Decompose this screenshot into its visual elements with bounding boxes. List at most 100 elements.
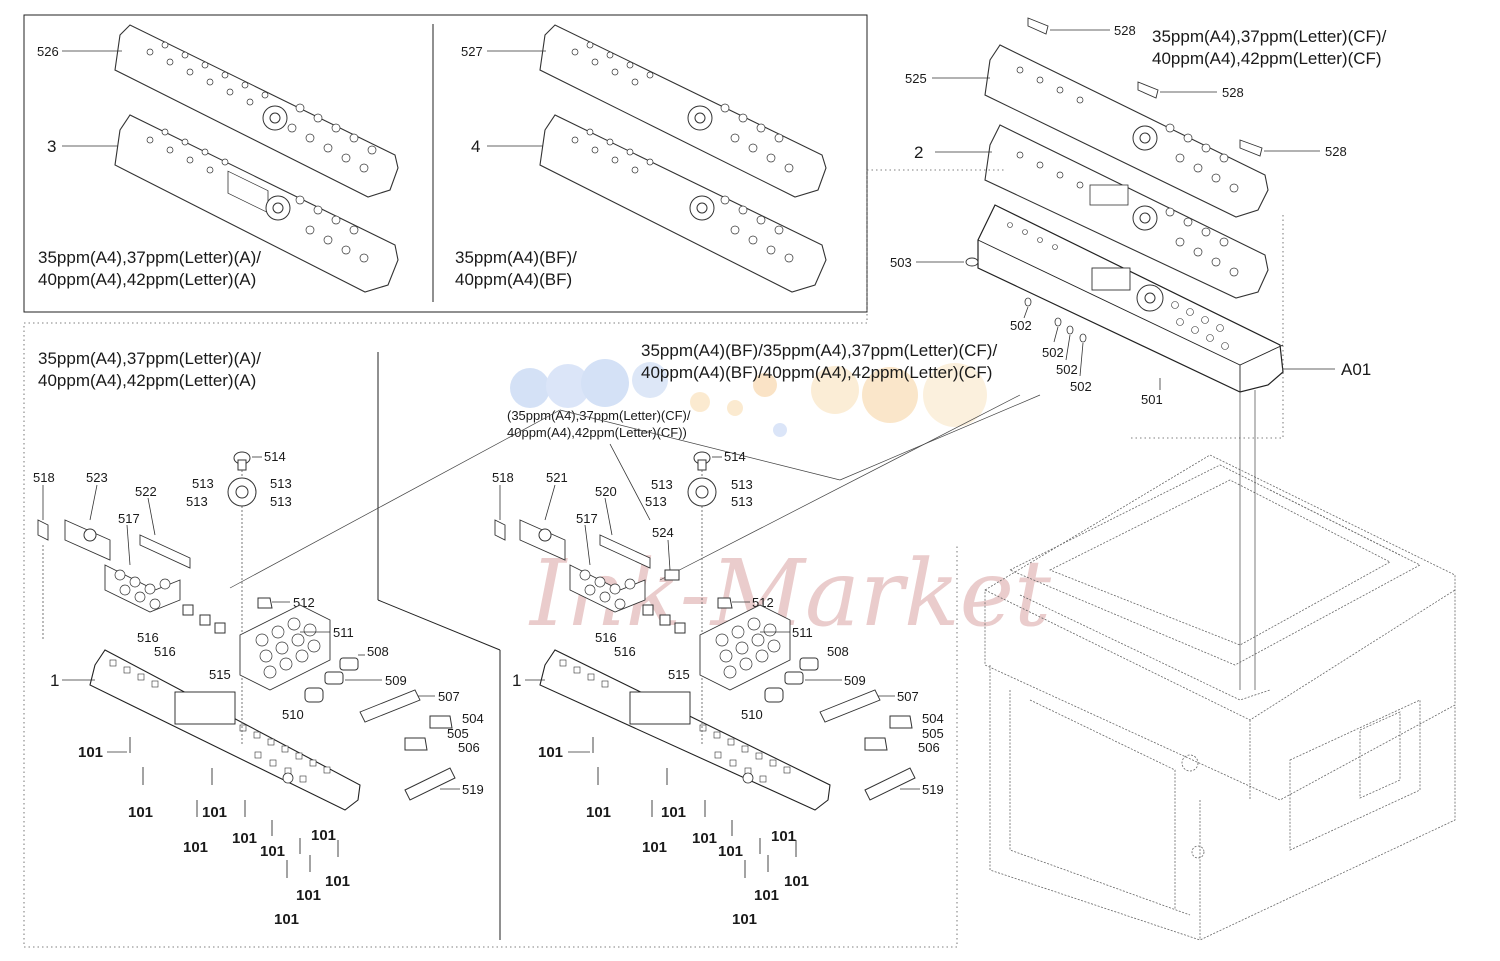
ref-101-left-i: 101 bbox=[325, 873, 350, 890]
part-509-center bbox=[784, 671, 804, 685]
ref-101-left-h: 101 bbox=[296, 887, 321, 904]
screws-101-center bbox=[592, 737, 797, 878]
caption-top-right-line2: 40ppm(A4),42ppm(Letter)(CF) bbox=[1152, 49, 1382, 68]
ref-518-center: 518 bbox=[492, 470, 514, 485]
ref-504-center: 504 bbox=[922, 711, 944, 726]
ref-503: 503 bbox=[890, 255, 912, 270]
ref-101-left-e: 101 bbox=[232, 830, 257, 847]
part-516-515-left bbox=[182, 604, 226, 634]
part-521-center bbox=[519, 519, 566, 561]
part-512-center bbox=[717, 597, 733, 609]
part-522-left bbox=[139, 534, 191, 569]
part-510-center bbox=[764, 687, 784, 703]
ref-511-left: 511 bbox=[333, 625, 354, 640]
ref-504-left: 504 bbox=[462, 711, 484, 726]
ref-502-b: 502 bbox=[1042, 345, 1064, 360]
ref-502-d: 502 bbox=[1070, 379, 1092, 394]
part-507-left bbox=[359, 689, 421, 723]
caption-left-line1: 35ppm(A4),37ppm(Letter)(A)/ bbox=[38, 349, 261, 368]
part-504-505-left bbox=[404, 715, 453, 751]
ref-507-center: 507 bbox=[897, 689, 919, 704]
part-514-center bbox=[693, 451, 711, 471]
caption-small-line2: 40ppm(A4),42ppm(Letter)(CF)) bbox=[507, 425, 687, 440]
ref-509-left: 509 bbox=[385, 673, 407, 688]
ref-1-left: 1 bbox=[50, 671, 59, 690]
ref-513-left-b: 513 bbox=[270, 476, 292, 491]
part-523-left bbox=[64, 519, 111, 561]
part-511-left bbox=[239, 604, 331, 691]
ref-506-left: 506 bbox=[458, 740, 480, 755]
plate-3 bbox=[114, 114, 399, 293]
caption-center-line2: 40ppm(A4)(BF)/40ppm(A4),42ppm(Letter)(CF… bbox=[641, 363, 992, 382]
clip-528-c bbox=[1239, 139, 1263, 157]
ref-513-left-c: 513 bbox=[186, 494, 208, 509]
part-507-center bbox=[819, 689, 881, 723]
pcb-1-left bbox=[89, 649, 361, 811]
caption-center-line1: 35ppm(A4)(BF)/35ppm(A4),37ppm(Letter)(CF… bbox=[641, 341, 997, 360]
ref-101-left-d: 101 bbox=[183, 839, 208, 856]
ref-513-center-d: 513 bbox=[731, 494, 753, 509]
housing-a01 bbox=[977, 204, 1284, 393]
section-divider-b bbox=[377, 599, 501, 651]
caption-left-line2: 40ppm(A4),42ppm(Letter)(A) bbox=[38, 371, 256, 390]
ref-516-left-b: 516 bbox=[154, 644, 176, 659]
part-519-center bbox=[864, 767, 916, 801]
plate-2 bbox=[984, 124, 1269, 299]
caption-box3-line2: 40ppm(A4),42ppm(Letter)(A) bbox=[38, 270, 256, 289]
ref-525: 525 bbox=[905, 71, 927, 86]
ref-101-left-j: 101 bbox=[274, 911, 299, 928]
ref-101-center-g: 101 bbox=[771, 828, 796, 845]
part-512-left bbox=[257, 597, 273, 609]
ref-502-c: 502 bbox=[1056, 362, 1078, 377]
part-503 bbox=[965, 257, 979, 267]
part-520-center bbox=[599, 534, 651, 569]
pcb-1-center bbox=[539, 649, 831, 811]
ref-510-center: 510 bbox=[741, 707, 763, 722]
ref-101-center-h: 101 bbox=[754, 887, 779, 904]
ref-505-center: 505 bbox=[922, 726, 944, 741]
ref-517-center: 517 bbox=[576, 511, 598, 526]
ref-506-center: 506 bbox=[918, 740, 940, 755]
ref-517-left: 517 bbox=[118, 511, 140, 526]
part-518-center bbox=[494, 519, 506, 541]
ref-509-center: 509 bbox=[844, 673, 866, 688]
plate-525 bbox=[984, 44, 1269, 218]
ref-101-center-e: 101 bbox=[692, 830, 717, 847]
part-518-left bbox=[37, 519, 49, 541]
ref-101-center-a: 101 bbox=[538, 744, 563, 761]
ref-515-center: 515 bbox=[668, 667, 690, 682]
part-510-left bbox=[304, 687, 324, 703]
ref-522-left: 522 bbox=[135, 484, 157, 499]
part-508-left bbox=[339, 657, 359, 671]
ref-513-left-d: 513 bbox=[270, 494, 292, 509]
ref-513-center-a: 513 bbox=[651, 477, 673, 492]
ref-514-center: 514 bbox=[724, 449, 746, 464]
ref-501: 501 bbox=[1141, 392, 1163, 407]
ref-510-left: 510 bbox=[282, 707, 304, 722]
ref-519-center: 519 bbox=[922, 782, 944, 797]
ref-520-center: 520 bbox=[595, 484, 617, 499]
ref-1-center: 1 bbox=[512, 671, 521, 690]
ref-3: 3 bbox=[47, 137, 56, 156]
ref-505-left: 505 bbox=[447, 726, 469, 741]
ref-528-b: 528 bbox=[1222, 85, 1244, 100]
ref-507-left: 507 bbox=[438, 689, 460, 704]
ref-516-left-a: 516 bbox=[137, 630, 159, 645]
caption-small-line1: (35ppm(A4),37ppm(Letter)(CF)/ bbox=[507, 408, 691, 423]
clip-528-a bbox=[1027, 17, 1049, 35]
ref-516-center-b: 516 bbox=[614, 644, 636, 659]
part-514-left bbox=[233, 451, 251, 471]
ref-101-center-b: 101 bbox=[586, 804, 611, 821]
ref-a01: A01 bbox=[1341, 360, 1371, 379]
plate-527 bbox=[539, 24, 827, 198]
ref-526: 526 bbox=[37, 44, 59, 59]
part-519-left bbox=[404, 767, 456, 801]
ref-4: 4 bbox=[471, 137, 480, 156]
ref-528-c: 528 bbox=[1325, 144, 1347, 159]
watermark-graphic bbox=[510, 359, 987, 437]
plate-526 bbox=[114, 24, 399, 198]
part-516-515-center bbox=[642, 604, 686, 634]
ref-511-center: 511 bbox=[792, 625, 813, 640]
plate-4 bbox=[539, 114, 827, 293]
ref-101-center-c: 101 bbox=[661, 804, 686, 821]
